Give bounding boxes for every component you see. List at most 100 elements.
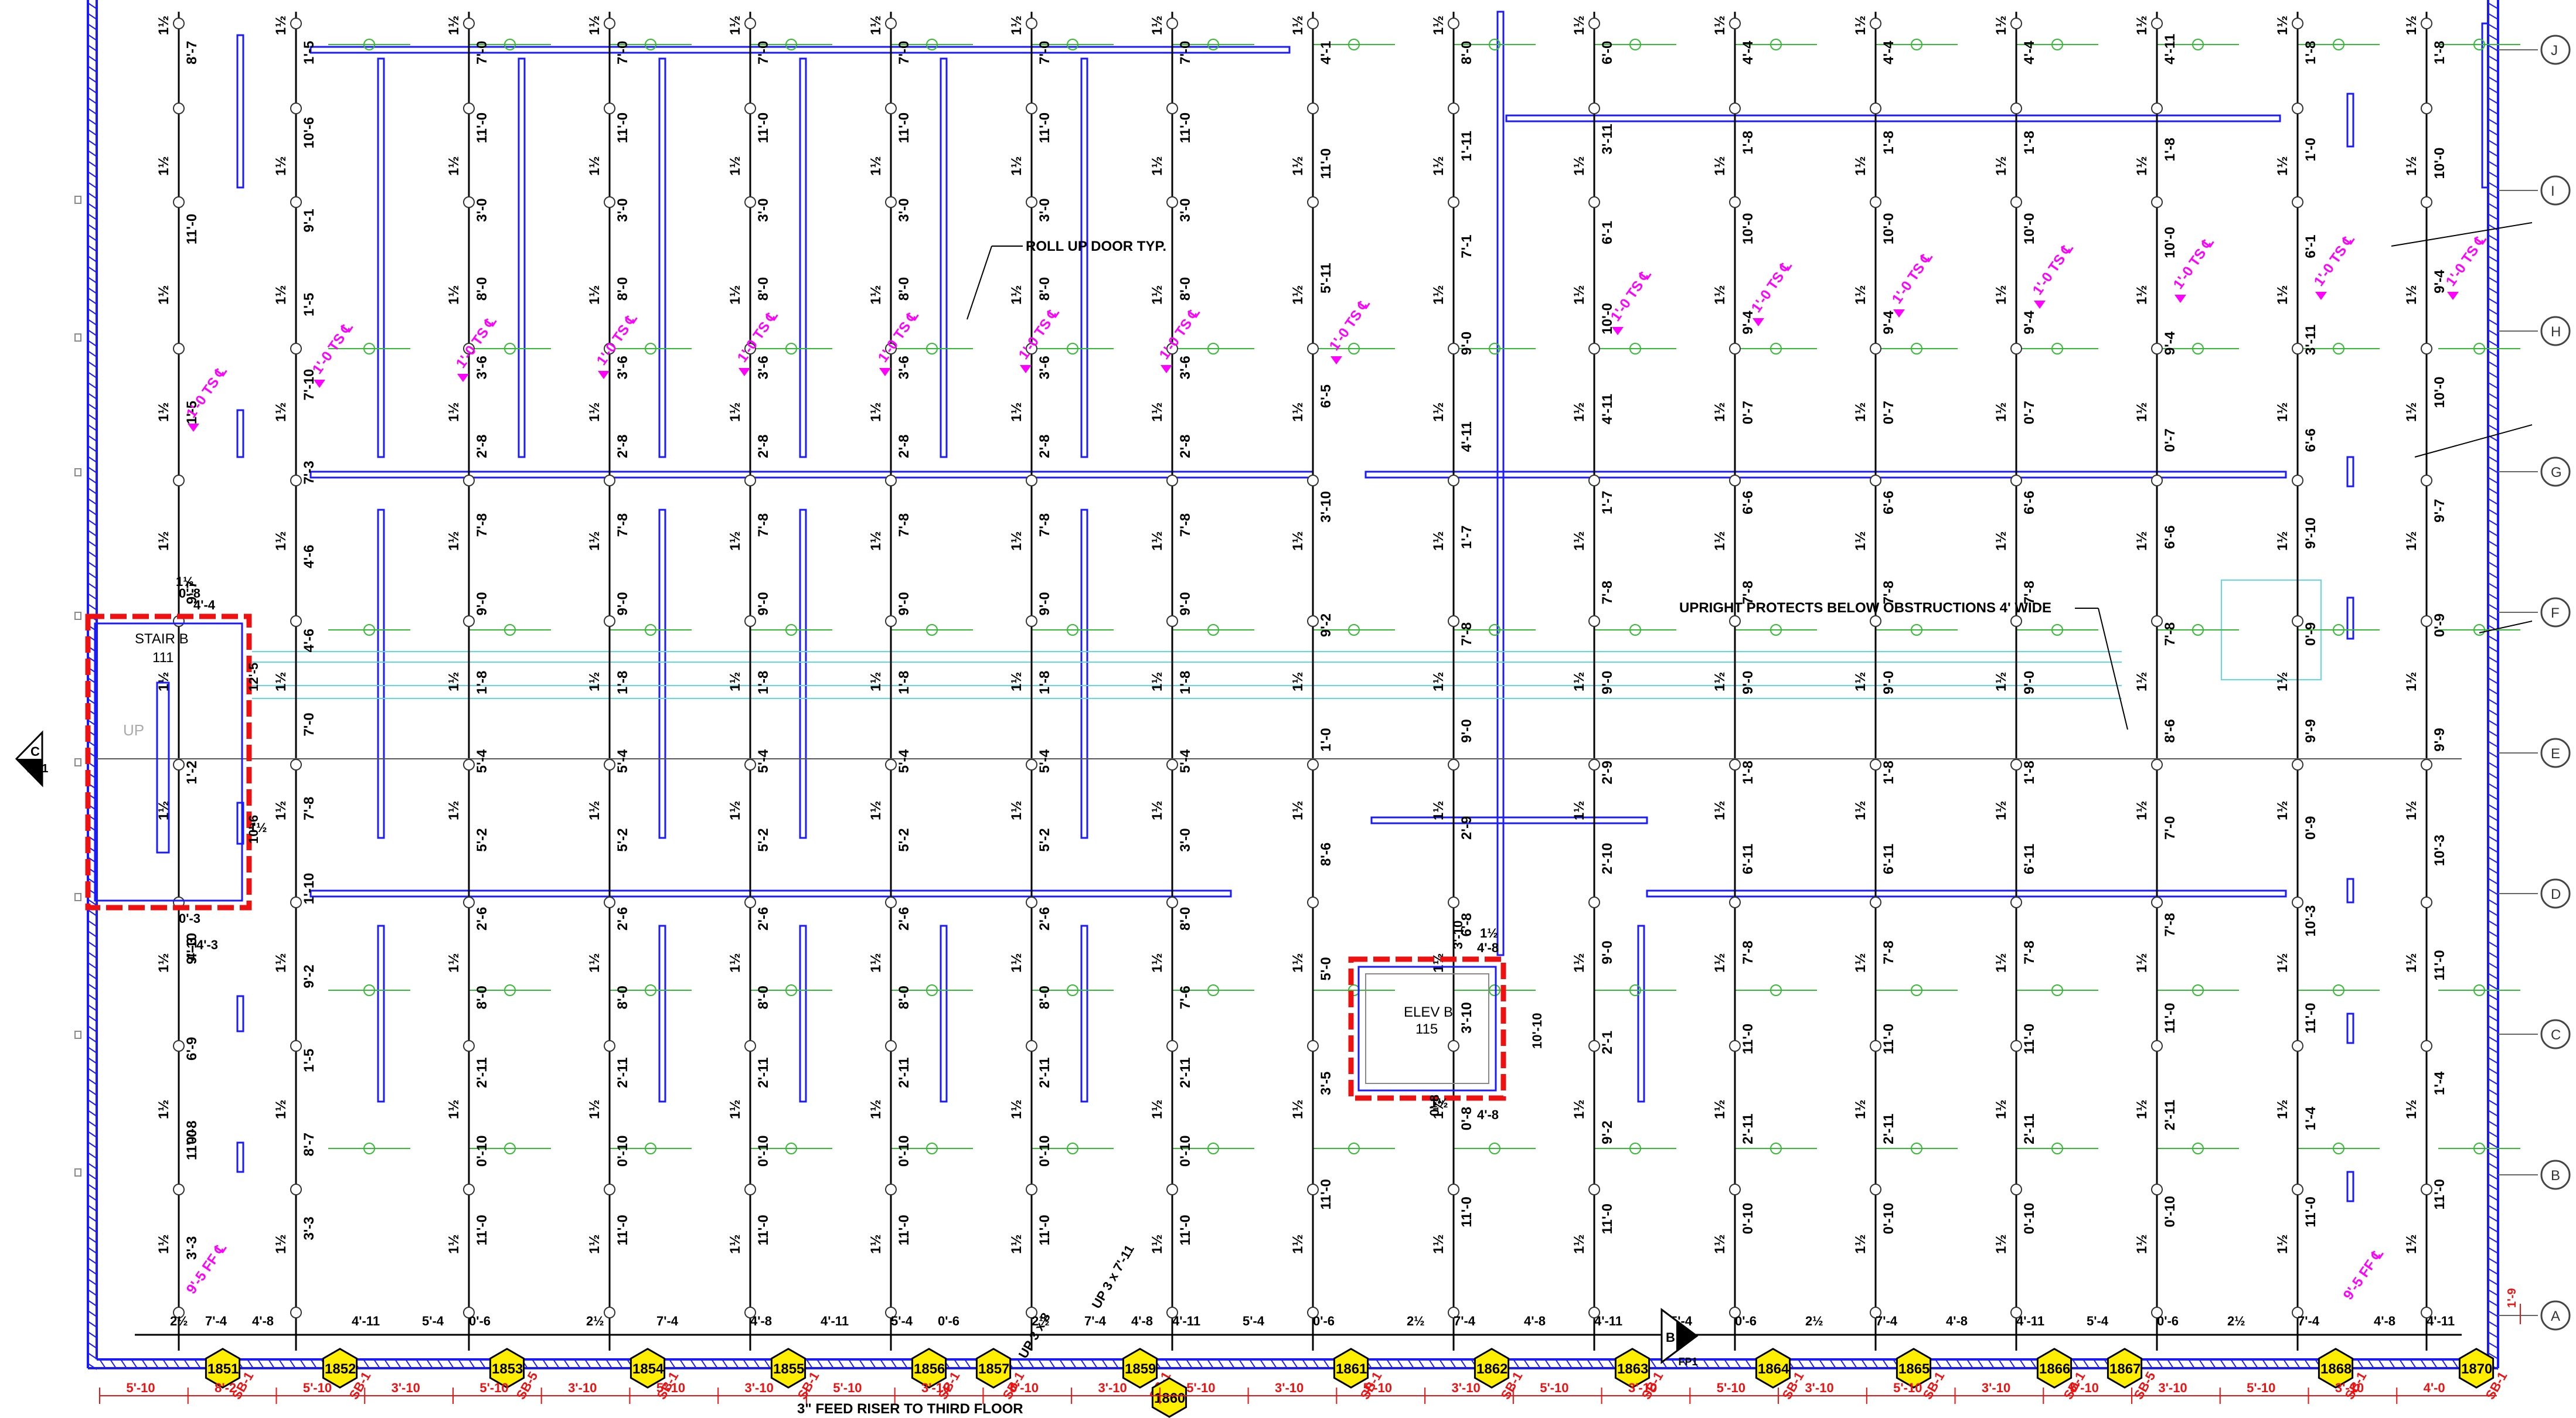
fixture-1 [2333, 343, 2344, 354]
pipe-size-c17-5: 1½ [2404, 672, 2420, 691]
grid-bubble-C [2540, 1019, 2571, 1049]
grid-bubble-G [2540, 456, 2571, 487]
pipe-size-c2-1: 1½ [273, 156, 289, 176]
wall-hatch-right [2487, 393, 2499, 400]
wall-hatch-bottom [1376, 1359, 1383, 1369]
pipe-size-c13-7: 1½ [1853, 953, 1869, 973]
wall-hatch-bottom [954, 1359, 961, 1369]
wall-hatch-right [2487, 867, 2499, 874]
fixture-1 [645, 343, 656, 354]
pipe-dim-c7-1: 11'-0 [1037, 113, 1053, 143]
wall-hatch-left [87, 171, 97, 178]
wall-hatch-bottom [1713, 1359, 1720, 1369]
riser-tag-1854 [629, 1348, 666, 1389]
elev-dim-3: 4'-8 [1477, 1107, 1499, 1122]
sprinkler-head-c3-5 [463, 615, 475, 627]
wall-hatch-right [2487, 1004, 2499, 1011]
pipe-size-c16-4: 1½ [2275, 531, 2291, 551]
wall-hatch-bottom [384, 1359, 391, 1369]
pipe-dim-c9-4: 3'-10 [1318, 491, 1334, 523]
leader-right-3 [2479, 621, 2533, 633]
grid-label-G: G [2551, 465, 2562, 480]
pipe-dim-c10-1: 1'-11 [1459, 131, 1475, 161]
row-dim-1: 7'-4 [205, 1314, 227, 1328]
sprinkler-head-c8-9 [1166, 1184, 1178, 1195]
bottom-dim-23: 3'-10 [2158, 1380, 2187, 1395]
sprinkler-head-c13-8 [1870, 1040, 1881, 1052]
pipe-dim-c5-6: 7'-8 [756, 513, 771, 537]
wall-hatch-bottom [110, 1359, 117, 1369]
wall-hatch-left [87, 371, 97, 379]
pipe-size-c9-7: 1½ [1290, 953, 1306, 973]
pipe-dim-c9-9: 3'-5 [1318, 1072, 1334, 1095]
fixture-4 [1770, 1143, 1782, 1154]
wall-hatch-bottom [1566, 1359, 1573, 1369]
pipe-dim-c14-7: 9'-0 [2022, 671, 2037, 694]
sprinkler-head-c15-8 [2151, 1040, 2163, 1052]
interior-wall-v-10 [1080, 509, 1088, 839]
sprinkler-head-c8-7 [1166, 897, 1178, 908]
wall-hatch-right [2487, 45, 2499, 52]
pipe-size-c13-4: 1½ [1853, 531, 1869, 551]
section-mark-b-letter: B [1666, 1330, 1675, 1345]
wall-hatch-left [87, 1078, 97, 1085]
pipe-dim-c14-3: 9'-4 [2022, 311, 2037, 335]
sprinkler-head-c2-2 [290, 196, 302, 208]
pipe-size-c15-9: 1½ [2134, 1235, 2150, 1254]
pipe-dim-c12-9: 6'-11 [1740, 844, 1756, 874]
sprinkler-head-c15-1 [2151, 103, 2163, 114]
interior-wall-v-1 [377, 57, 385, 458]
sprinkler-head-c3-9 [463, 1184, 475, 1195]
pipe-size-c12-3: 1½ [1712, 403, 1728, 422]
pipe-size-c6-9: 1½ [868, 1235, 884, 1254]
wall-hatch-right [2487, 224, 2499, 231]
wall-hatch-right [2487, 287, 2499, 294]
wall-hatch-right [2487, 1205, 2499, 1212]
sprinkler-heads [173, 18, 2432, 1318]
wall-hatch-right [2487, 1078, 2499, 1085]
pipe-size-c5-4: 1½ [727, 531, 743, 551]
pipe-dim-c6-14: 0'-10 [896, 1136, 912, 1167]
wall-hatch-right [2487, 139, 2499, 146]
pipe-size-c9-6: 1½ [1290, 801, 1306, 820]
wall-hatch-bottom [1945, 1359, 1952, 1369]
wall-hatch-left [87, 1310, 97, 1317]
wall-hatch-bottom [247, 1359, 254, 1369]
sprinkler-head-c12-2 [1729, 196, 1741, 208]
riser-tag-label-1859: 1859 [1125, 1361, 1156, 1377]
wall-hatch-left [87, 1247, 97, 1254]
pipe-dim-c7-15: 11'-0 [1037, 1215, 1053, 1245]
sprinkler-head-c10-4 [1448, 475, 1459, 486]
left-column-marker-2 [74, 468, 81, 476]
fixture-1 [1348, 343, 1360, 354]
wall-hatch-bottom [194, 1359, 201, 1369]
wall-hatch-left [87, 1036, 97, 1043]
fixture-0 [1067, 39, 1078, 50]
pipe-size-c13-9: 1½ [1853, 1235, 1869, 1254]
wall-hatch-bottom [690, 1359, 697, 1369]
wall-hatch-left [87, 382, 97, 389]
sprinkler-head-c9-6 [1307, 759, 1319, 771]
stair-dim-6: 4'-3 [196, 938, 218, 952]
row-dim-19: 7'-4 [1454, 1314, 1476, 1328]
pipe-size-c12-7: 1½ [1712, 953, 1728, 973]
pipe-size-c10-0: 1½ [1431, 16, 1447, 35]
fixture-2 [2333, 624, 2344, 636]
pipe-dim-c16-4: 6'-6 [2303, 428, 2319, 452]
rooms: STAIR B 111 UP ELEV B 115 [85, 613, 1506, 1101]
wall-hatch-right [2487, 509, 2499, 516]
wall-hatch-left [87, 319, 97, 326]
wall-hatch-bottom [1017, 1359, 1024, 1369]
riser-tag-label-1854: 1854 [632, 1361, 664, 1377]
sprinkler-head-c16-0 [2292, 18, 2303, 29]
wall-hatch-bottom [542, 1359, 549, 1369]
wall-hatch-bottom [1798, 1359, 1805, 1369]
pipe-dim-c13-11: 11'-0 [1881, 1024, 1897, 1054]
pipe-size-c4-6: 1½ [587, 801, 603, 820]
pipe-size-c6-5: 1½ [868, 672, 884, 691]
ts-tag-arrow-6 [1020, 365, 1032, 373]
wall-hatch-left [87, 108, 97, 115]
pipe-size-c8-3: 1½ [1149, 403, 1165, 422]
